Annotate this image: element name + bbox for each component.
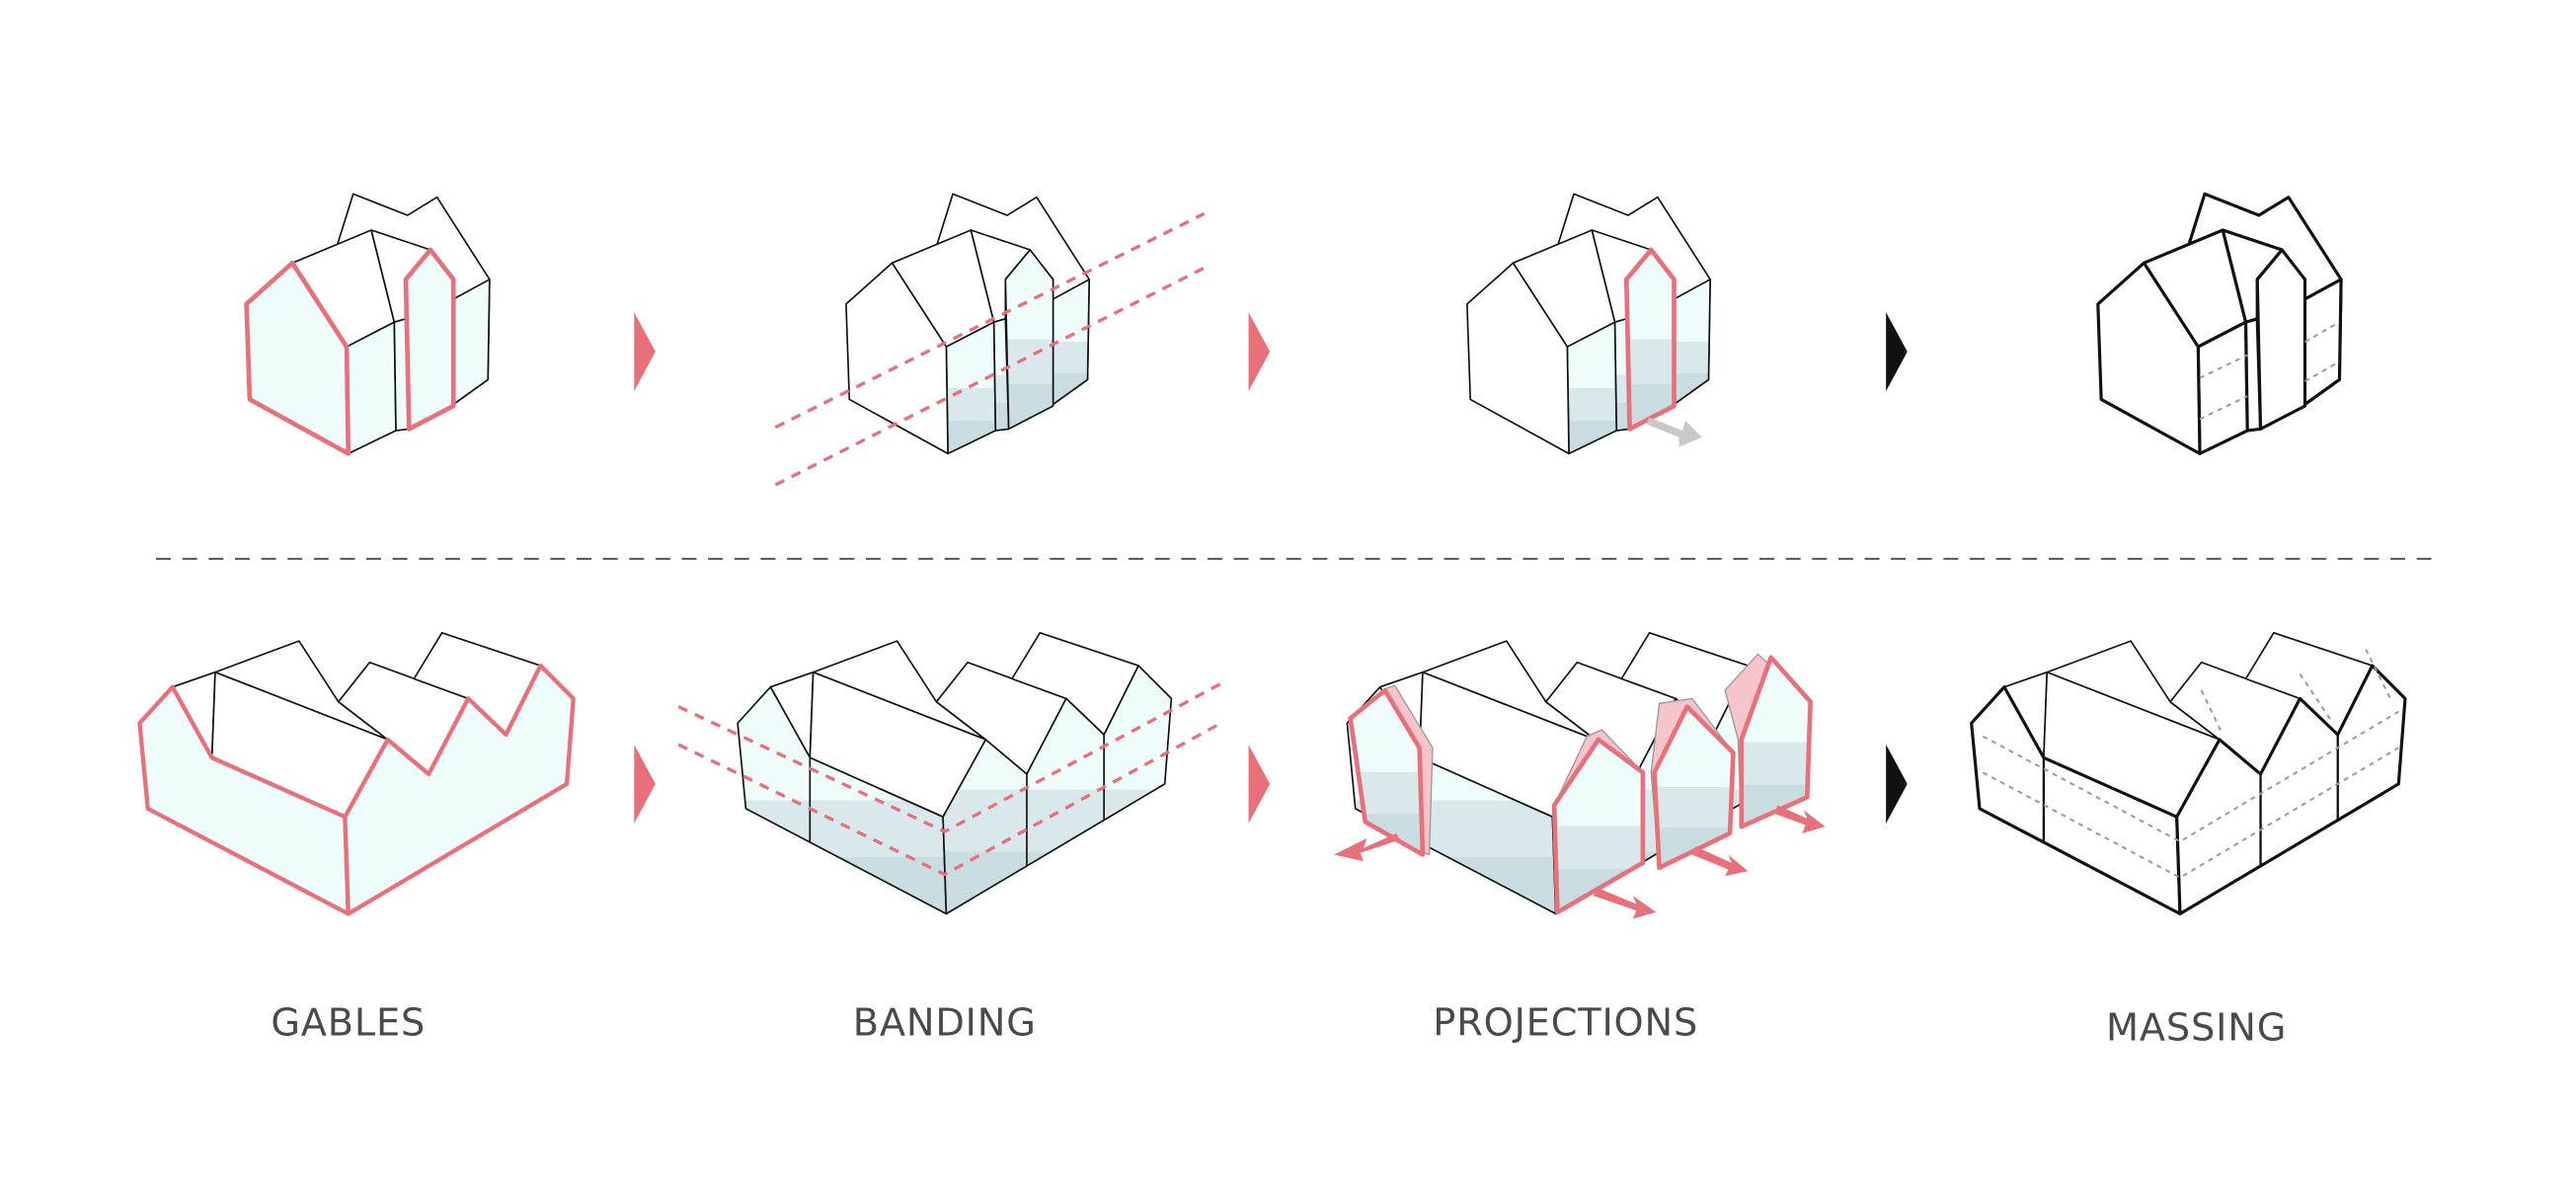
projection-arrow-icon	[1691, 846, 1749, 877]
top-gables-diagram	[244, 193, 491, 456]
dotted-band-line	[2303, 360, 2340, 382]
projected-gable-face	[1348, 687, 1426, 857]
projection-arrow-icon	[1334, 832, 1400, 862]
bottom-banding-diagram	[677, 631, 1225, 915]
projection-arrow-icon	[1774, 805, 1826, 833]
bottom-row-building-cluster	[137, 631, 2407, 919]
arrow-right-icon	[634, 744, 656, 824]
projected-gable-face	[1551, 737, 1646, 915]
top-projections-diagram	[1466, 193, 1711, 455]
arrow-right-icon	[1248, 744, 1271, 824]
dotted-band-line	[2199, 395, 2248, 421]
top-row-single-building	[244, 192, 2343, 487]
projected-gable-face	[1739, 655, 1813, 830]
projection-arrow-icon	[1646, 417, 1702, 447]
projected-gable-face	[1652, 704, 1736, 871]
bottom-gables-diagram	[137, 631, 576, 916]
front-side-face	[2196, 320, 2249, 455]
projection-arrow-icon	[1593, 887, 1657, 919]
back-side-face	[452, 278, 491, 406]
right-face	[942, 665, 1173, 915]
label-massing: MASSING	[2106, 1006, 2287, 1051]
arrow-right-icon	[1248, 312, 1271, 392]
middle-gable-face	[2255, 248, 2307, 431]
top-massing-diagram	[2096, 192, 2343, 455]
middle-gable-face	[403, 247, 456, 432]
front-gable-face	[2096, 261, 2202, 455]
band-line-dashed	[677, 720, 1225, 877]
bottom-projections-diagram	[1334, 631, 1826, 919]
dotted-roof-line	[2200, 689, 2223, 733]
front-gable-face	[1466, 262, 1570, 455]
arrow-right-icon	[1886, 744, 1908, 824]
band-line-dashed	[774, 211, 1206, 430]
middle-gable-face	[1004, 249, 1054, 431]
front-gable-face	[244, 260, 351, 456]
dotted-band-line	[2303, 321, 2340, 344]
bottom-massing-diagram	[1970, 631, 2407, 915]
back-side-face	[1052, 278, 1090, 406]
label-projections: PROJECTIONS	[1433, 1001, 1698, 1046]
middle-gable-face	[1623, 247, 1677, 432]
label-banding: BANDING	[853, 1001, 1037, 1046]
back-side-face	[2303, 277, 2343, 407]
label-gables: GABLES	[271, 1001, 426, 1046]
dotted-roof-line	[2299, 672, 2334, 724]
arrow-right-icon	[1886, 312, 1908, 392]
dotted-band-line	[2199, 354, 2248, 379]
arrow-right-icon	[634, 312, 656, 392]
right-face	[343, 663, 576, 916]
back-side-face	[1673, 278, 1711, 406]
step-arrows	[634, 312, 1908, 824]
stage-labels: GABLES BANDING PROJECTIONS MASSING	[271, 1001, 2287, 1051]
front-gable-face	[845, 262, 949, 455]
band-line-dashed	[774, 265, 1209, 487]
top-banding-diagram	[774, 193, 1209, 487]
band-line-dashed	[677, 680, 1225, 834]
right-face	[2175, 664, 2407, 915]
